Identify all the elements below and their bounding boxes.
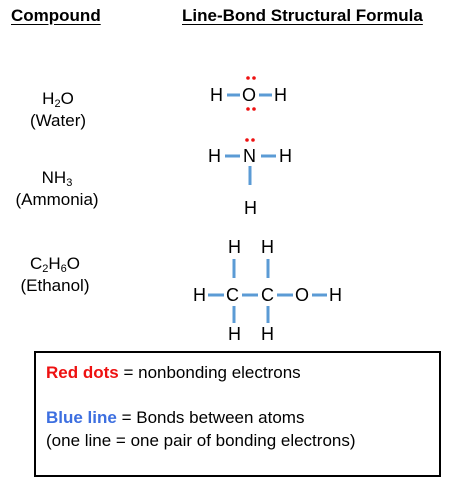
nonbonding-dot xyxy=(245,138,249,142)
atom-h: H xyxy=(279,146,292,166)
atom-h: H xyxy=(210,85,223,105)
legend-red-description: = nonbonding electrons xyxy=(118,363,301,382)
legend-blue-description: = Bonds between atoms xyxy=(116,408,305,427)
nonbonding-dot xyxy=(251,138,255,142)
water-name: (Water) xyxy=(29,111,87,130)
formula-header: Line-Bond Structural Formula xyxy=(182,6,423,25)
ethanol-formula: C2H6O xyxy=(29,254,81,275)
nonbonding-dot xyxy=(252,76,256,80)
nonbonding-dot xyxy=(246,107,250,111)
atom-h: H xyxy=(274,85,287,105)
atom-h: H xyxy=(261,237,274,257)
legend-blue-term: Blue line xyxy=(46,408,117,427)
compound-header: Compound xyxy=(11,6,101,25)
atom-h: H xyxy=(228,324,241,344)
water-formula: H2O xyxy=(42,89,74,110)
atom-n: N xyxy=(243,146,256,166)
nonbonding-dot xyxy=(252,107,256,111)
ammonia-name: (Ammonia) xyxy=(15,190,99,209)
water-structure: H O H xyxy=(210,76,287,111)
legend-red-term: Red dots xyxy=(46,363,119,382)
structural-formulas-diagram: H O H H N H H H H H C C O H xyxy=(193,76,342,344)
atom-c: C xyxy=(226,285,239,305)
atom-o: O xyxy=(242,85,256,105)
ammonia-structure: H N H H xyxy=(208,138,292,218)
nonbonding-dot xyxy=(246,76,250,80)
legend-blue-row: Blue line = Bonds between atoms xyxy=(46,406,429,429)
atom-h: H xyxy=(228,237,241,257)
atom-h: H xyxy=(193,285,206,305)
compound-ethanol: C2H6O (Ethanol) xyxy=(0,253,120,297)
legend-box: Red dots = nonbonding electrons Blue lin… xyxy=(34,351,441,477)
ethanol-structure: H H H C C O H H H xyxy=(193,237,342,344)
atom-h: H xyxy=(208,146,221,166)
atom-o: O xyxy=(295,285,309,305)
legend-red-row: Red dots = nonbonding electrons xyxy=(46,361,429,384)
atom-h: H xyxy=(261,324,274,344)
legend-note: (one line = one pair of bonding electron… xyxy=(46,431,356,450)
ethanol-name: (Ethanol) xyxy=(20,276,90,295)
atom-c: C xyxy=(261,285,274,305)
atom-h: H xyxy=(329,285,342,305)
atom-h: H xyxy=(244,198,257,218)
compound-ammonia: NH3 (Ammonia) xyxy=(0,167,122,211)
compound-water: H2O (Water) xyxy=(0,88,123,132)
ammonia-formula: NH3 xyxy=(41,168,73,189)
